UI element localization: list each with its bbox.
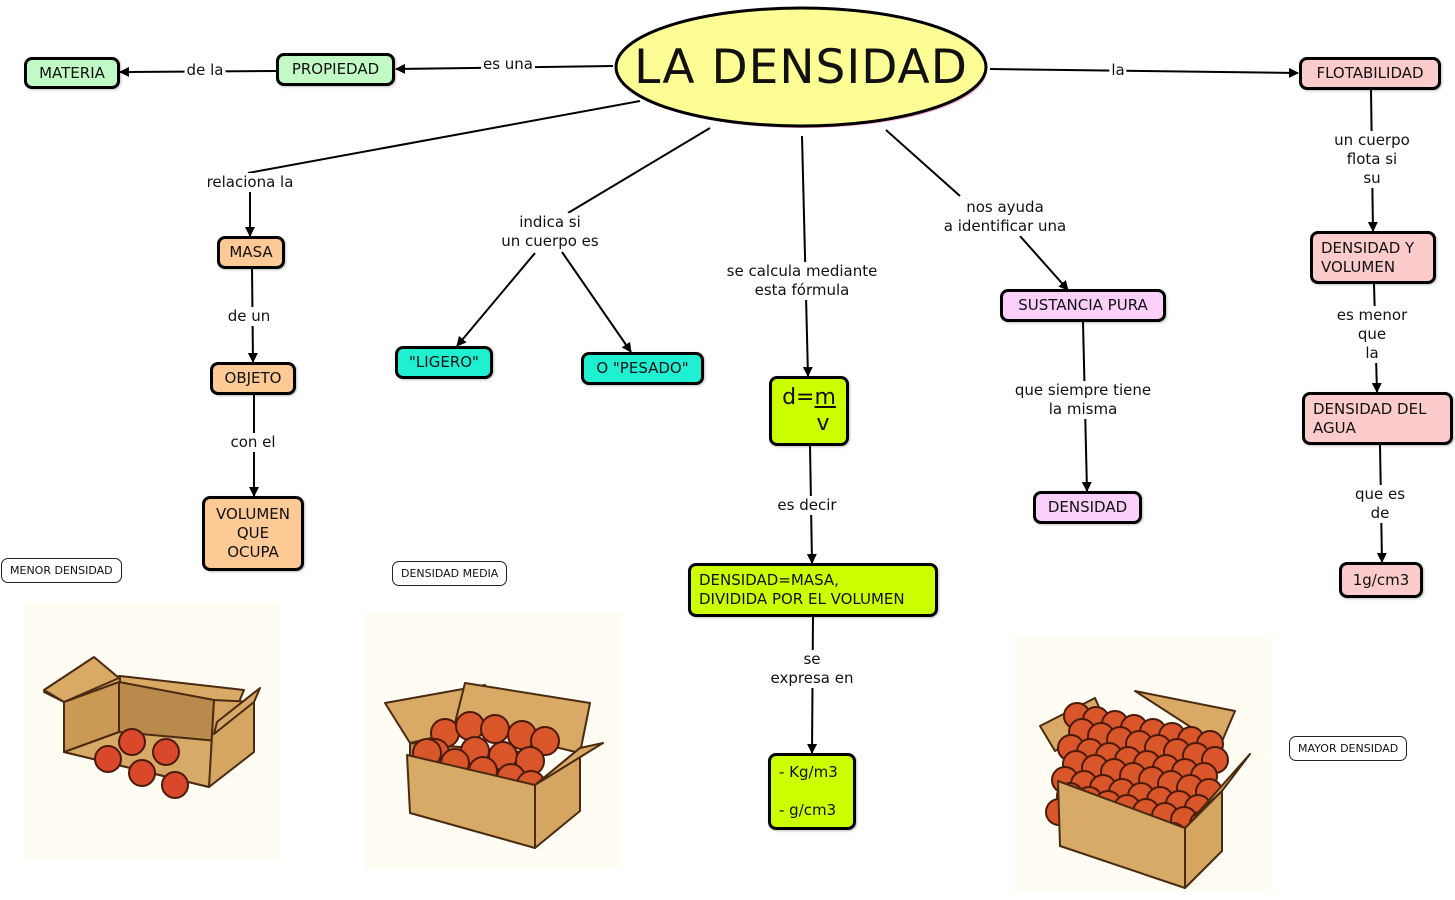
image-box-medium-balls [365,613,621,869]
link-label-de-un: de un [225,307,273,326]
node-agua-valor[interactable]: 1g/cm3 [1339,562,1423,598]
central-concept[interactable]: LA DENSIDAD [634,39,968,95]
node-volumen-que-ocupa[interactable]: VOLUMEN QUE OCUPA [202,496,304,571]
box-icon [384,682,604,849]
link-label-indica-si: indica si un cuerpo es [499,213,601,251]
node-masa[interactable]: MASA [217,236,285,269]
link-label-con-el: con el [228,433,278,452]
link-label-que-es-de: que es de [1342,485,1418,523]
link-label-es-decir: es decir [775,496,839,515]
formula-numerator: m [814,385,836,410]
formula-lhs: d= [782,385,815,410]
node-objeto[interactable]: OBJETO [210,362,296,395]
link-nos-ayuda [885,129,961,197]
box-icon [43,656,261,799]
image-box-few-balls [24,602,280,858]
link-indica [567,127,711,214]
link-label-relaciona-la: relaciona la [204,173,296,192]
formula-denominator: v [816,411,830,436]
node-ligero[interactable]: "LIGERO" [395,346,493,379]
node-densidad-masa-volumen[interactable]: DENSIDAD=MASA, DIVIDIDA POR EL VOLUMEN [688,563,938,617]
tag-menor-densidad[interactable]: MENOR DENSIDAD [1,558,122,583]
link-label-es-una: es una [480,55,536,74]
link-label-se-expresa-en: se expresa en [768,650,856,688]
node-pesado[interactable]: O "PESADO" [581,352,704,385]
node-materia[interactable]: MATERIA [24,57,120,89]
node-densidad-y-volumen[interactable]: DENSIDAD Y VOLUMEN [1310,231,1436,284]
link-label-es-menor-que: es menor que la [1330,306,1414,363]
node-formula[interactable]: d=m v [769,376,849,446]
link-label-un-cuerpo-flota: un cuerpo flota si su [1330,131,1414,188]
link-label-nos-ayuda: nos ayuda a identificar una [941,198,1069,236]
image-box-full-balls [1015,636,1271,892]
link-se-calcula [801,135,813,377]
link-relaciona [247,100,641,174]
link-identificar [1019,235,1069,291]
node-propiedad[interactable]: PROPIEDAD [276,53,395,86]
formula-top: d=m [782,385,836,411]
node-unidades[interactable]: - Kg/m3 - g/cm3 [768,753,856,830]
node-densidad[interactable]: DENSIDAD [1033,491,1142,524]
central-concept-shape [614,6,988,128]
node-flotabilidad[interactable]: FLOTABILIDAD [1299,57,1441,90]
link-pesado [561,251,632,353]
node-densidad-del-agua[interactable]: DENSIDAD DEL AGUA [1302,392,1453,445]
tag-densidad-media[interactable]: DENSIDAD MEDIA [392,561,508,586]
link-la [989,67,1299,78]
link-label-la: la [1109,61,1127,80]
box-icon [1039,690,1251,889]
node-sustancia-pura[interactable]: SUSTANCIA PURA [1000,289,1166,322]
link-label-de-la: de la [184,61,226,80]
link-ligero [456,252,536,347]
link-label-se-calcula: se calcula mediante esta fórmula [724,262,880,300]
link-label-que-siempre: que siempre tiene la misma [1012,381,1154,419]
tag-mayor-densidad[interactable]: MAYOR DENSIDAD [1289,736,1408,761]
